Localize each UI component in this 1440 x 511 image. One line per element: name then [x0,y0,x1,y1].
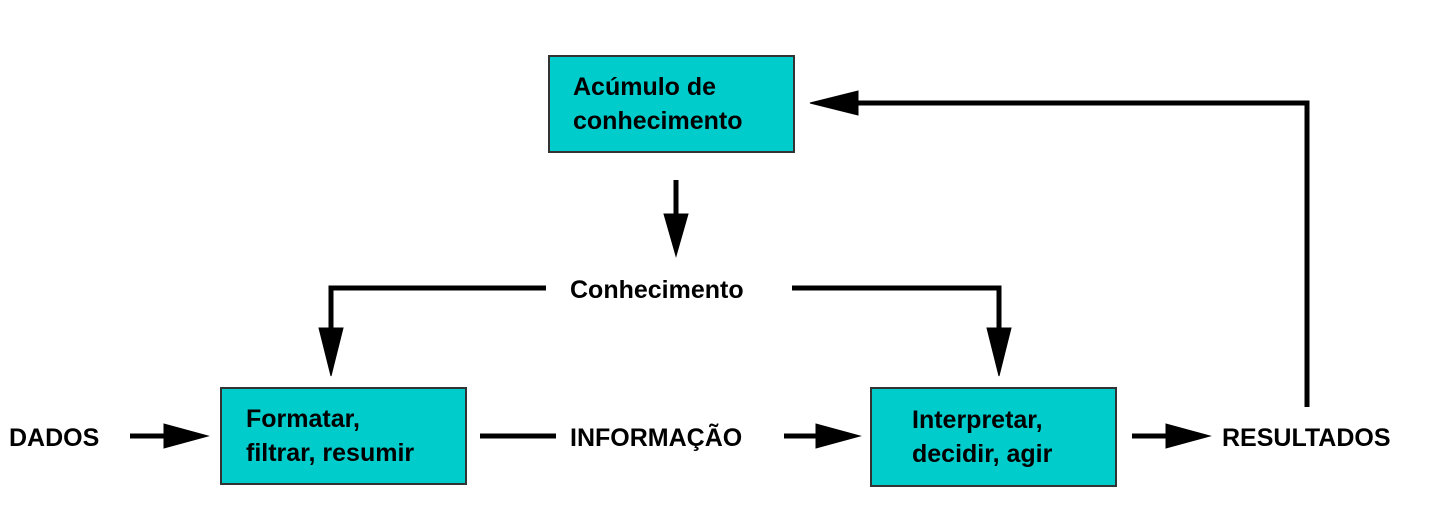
knowledge-accumulation-line1: Acúmulo de [573,73,717,101]
connector-knowledge-to-format [328,285,546,330]
interpret-box-line2: decidir, agir [912,440,1053,468]
knowledge-label: Conhecimento [570,276,744,304]
format-box-line1: Formatar, [246,405,360,433]
knowledge-accumulation-box: Acúmulo de conhecimento [548,55,795,153]
format-box-line2: filtrar, resumir [246,439,415,467]
interpret-decide-act-box: Interpretar, decidir, agir [870,387,1117,487]
information-label: INFORMAÇÃO [570,424,743,452]
connector-knowledge-to-interpret [792,285,1002,330]
arrowhead-down-format [318,327,344,377]
data-label: DADOS [9,424,100,452]
interpret-box-line1: Interpretar, [912,406,1043,434]
arrowhead-right-data [163,423,210,449]
arrowhead-down-knowledge [663,213,689,258]
knowledge-accumulation-line2: conhecimento [573,107,743,135]
arrowhead-right-information [815,423,862,449]
arrowhead-down-interpret [986,327,1012,377]
arrowhead-left-accumulation [809,90,859,116]
format-filter-summarize-box: Formatar, filtrar, resumir [220,387,467,485]
connector-results-to-accumulation [856,100,1310,407]
results-label: RESULTADOS [1222,424,1391,452]
arrowhead-right-results [1165,423,1212,449]
